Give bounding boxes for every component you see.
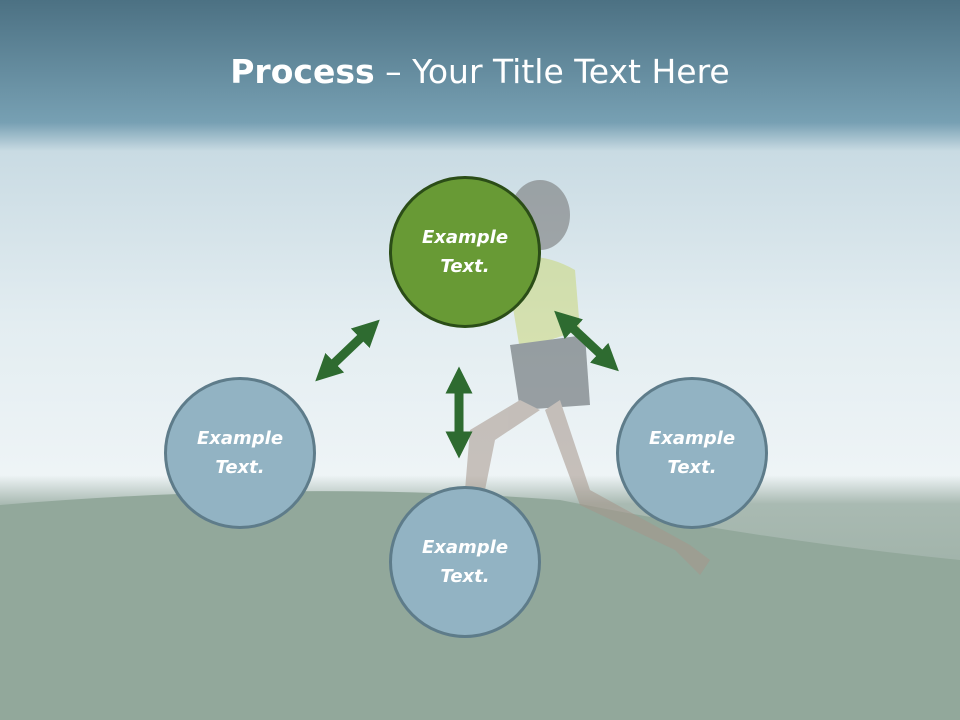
node-label: Example Text. [196,428,284,478]
node-label: Example Text. [648,428,736,478]
node-bottom[interactable]: Example Text. [389,486,541,638]
double-arrow-left [315,319,380,382]
slide-title: Process – Your Title Text Here [230,52,730,91]
node-left[interactable]: Example Text. [164,377,316,529]
node-label: Example Text. [421,227,509,277]
node-right[interactable]: Example Text. [616,377,768,529]
node-top[interactable]: Example Text. [389,176,541,328]
double-arrow-right [554,310,619,372]
node-label: Example Text. [421,537,509,587]
